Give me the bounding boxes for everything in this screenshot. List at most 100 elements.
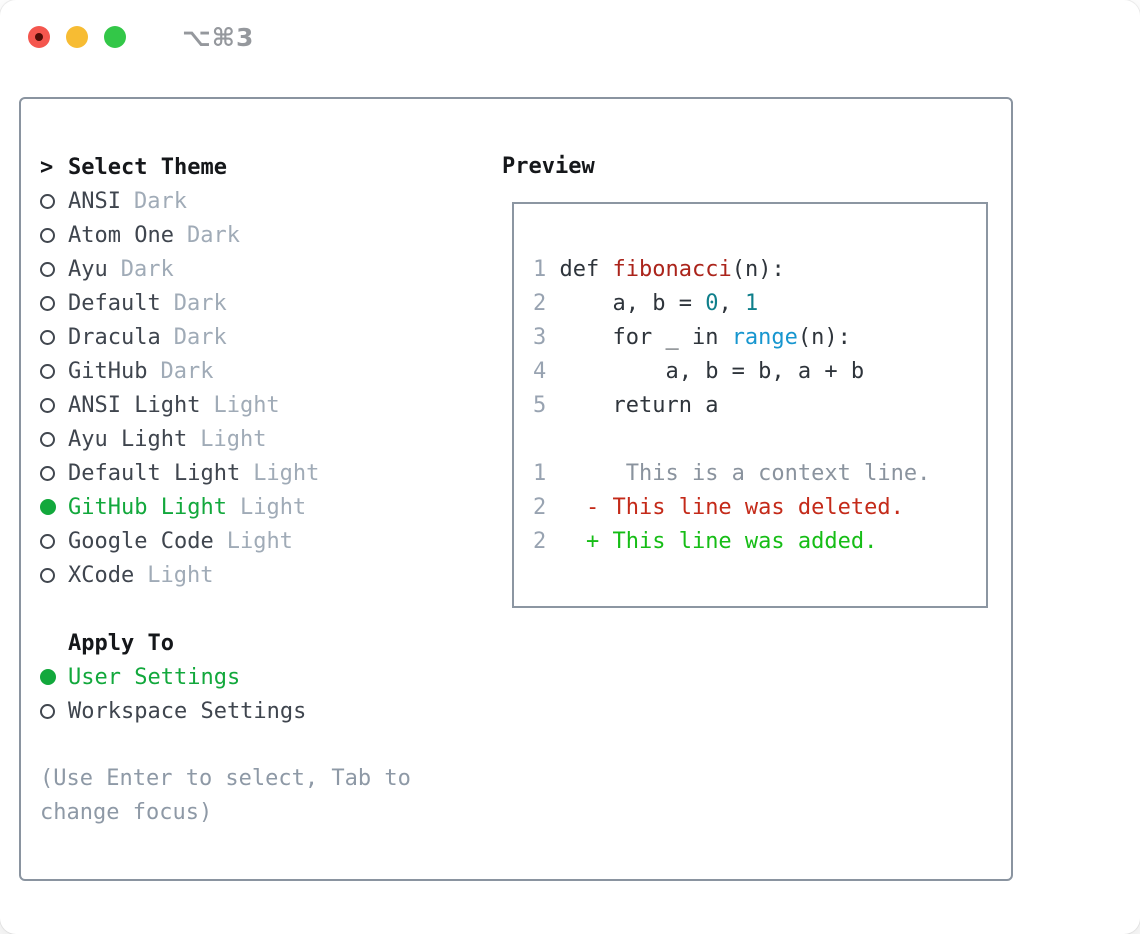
option-label: Atom One [68,222,174,248]
option-label: GitHub Light [68,494,227,520]
option-label: ANSI [68,188,121,214]
option-label: GitHub [68,358,148,384]
minimize-button-icon[interactable] [66,26,88,48]
radio-unselected-icon [40,261,55,277]
option-variant-tag: Dark [186,222,240,248]
hint-text-line: change focus) [40,800,213,825]
spacer [40,728,480,762]
select-theme-title: Select Theme [68,154,227,180]
code-segment-num: 3 [533,325,547,350]
code-segment-code: (n): [797,325,851,350]
option-label: Default [68,290,161,316]
code-segment-num: 2 [533,291,547,316]
theme-option[interactable]: ANSI Light Light [40,388,480,422]
code-segment-code: a, b = b, a + b [546,359,865,384]
radio-unselected-icon [40,703,55,719]
theme-option[interactable]: Atom One Dark [40,218,480,252]
code-line: 3 for _ in range(n): [533,321,986,355]
window-shortcut-label: ⌥⌘3 [182,22,255,52]
code-blank-line [533,423,986,457]
code-segment-code: (n): [731,257,785,282]
selection-caret-icon: > [40,154,54,180]
radio-unselected-icon [40,533,55,549]
code-segment-num: 1 [533,461,547,486]
code-line: 5 return a [533,389,986,423]
theme-option-selected[interactable]: GitHub Light Light [40,490,480,524]
code-segment-builtin: range [731,325,798,350]
option-variant-tag: Dark [173,324,227,350]
code-line: 2 a, b = 0, 1 [533,287,986,321]
apply-option-selected[interactable]: User Settings [40,660,480,694]
radio-unselected-icon [40,465,55,481]
option-variant-tag: Light [253,460,320,486]
code-segment-val: 1 [744,291,759,316]
radio-unselected-icon [40,227,55,243]
code-segment-num: 4 [533,359,547,384]
theme-option[interactable]: GitHub Dark [40,354,480,388]
option-label: Ayu [68,256,108,282]
radio-unselected-icon [40,431,55,447]
code-segment-code: return a [546,393,719,418]
radio-selected-icon [40,499,56,515]
code-segment-context: This is a context line. [546,461,931,486]
select-theme-heading-row: > Select Theme [40,150,480,184]
code-line: 4 a, b = b, a + b [533,355,986,389]
option-label: Google Code [68,528,214,554]
code-segment-num: 2 [533,529,547,554]
code-segment-num: 5 [533,393,547,418]
option-label: ANSI Light [68,392,201,418]
option-variant-tag: Light [213,392,280,418]
spacer [40,592,480,626]
code-segment-val: 0 [705,291,719,316]
theme-option[interactable]: XCode Light [40,558,480,592]
title-bar: ⌥⌘3 [0,0,1140,74]
option-variant-tag: Light [200,426,267,452]
option-label: XCode [68,562,135,588]
option-label: Dracula [68,324,161,350]
preview-title: Preview [502,154,595,179]
theme-option[interactable]: Default Dark [40,286,480,320]
code-line: 1 This is a context line. [533,457,986,491]
option-variant-tag: Dark [133,188,187,214]
code-line: 2 + This line was added. [533,525,986,559]
close-button-icon[interactable] [28,26,50,48]
option-variant-tag: Light [239,494,307,520]
code-line: 2 - This line was deleted. [533,491,986,525]
apply-to-heading-row: Apply To [40,626,480,660]
apply-option[interactable]: Workspace Settings [40,694,480,728]
theme-option[interactable]: ANSI Dark [40,184,480,218]
radio-selected-icon [40,669,56,685]
option-label: User Settings [68,664,241,690]
radio-unselected-icon [40,567,55,583]
option-variant-tag: Dark [173,290,227,316]
zoom-button-icon[interactable] [104,26,126,48]
code-segment-add: + This line was added. [546,529,878,554]
theme-option[interactable]: Dracula Dark [40,320,480,354]
option-variant-tag: Light [147,562,214,588]
option-variant-tag: Light [226,528,293,554]
option-variant-tag: Dark [120,256,174,282]
radio-unselected-icon [40,295,55,311]
code-segment-func: fibonacci [612,257,732,282]
radio-unselected-icon [40,397,55,413]
option-label: Workspace Settings [68,698,307,724]
radio-unselected-icon [40,193,55,209]
apply-to-title: Apply To [68,630,174,656]
radio-unselected-icon [40,363,55,379]
code-segment-del: - This line was deleted. [546,495,904,520]
code-segment-code: for _ in [546,325,732,350]
theme-option[interactable]: Ayu Dark [40,252,480,286]
code-segment-num: 2 [533,495,547,520]
theme-option[interactable]: Google Code Light [40,524,480,558]
code-segment-num: 1 [533,257,560,282]
option-variant-tag: Dark [160,358,214,384]
